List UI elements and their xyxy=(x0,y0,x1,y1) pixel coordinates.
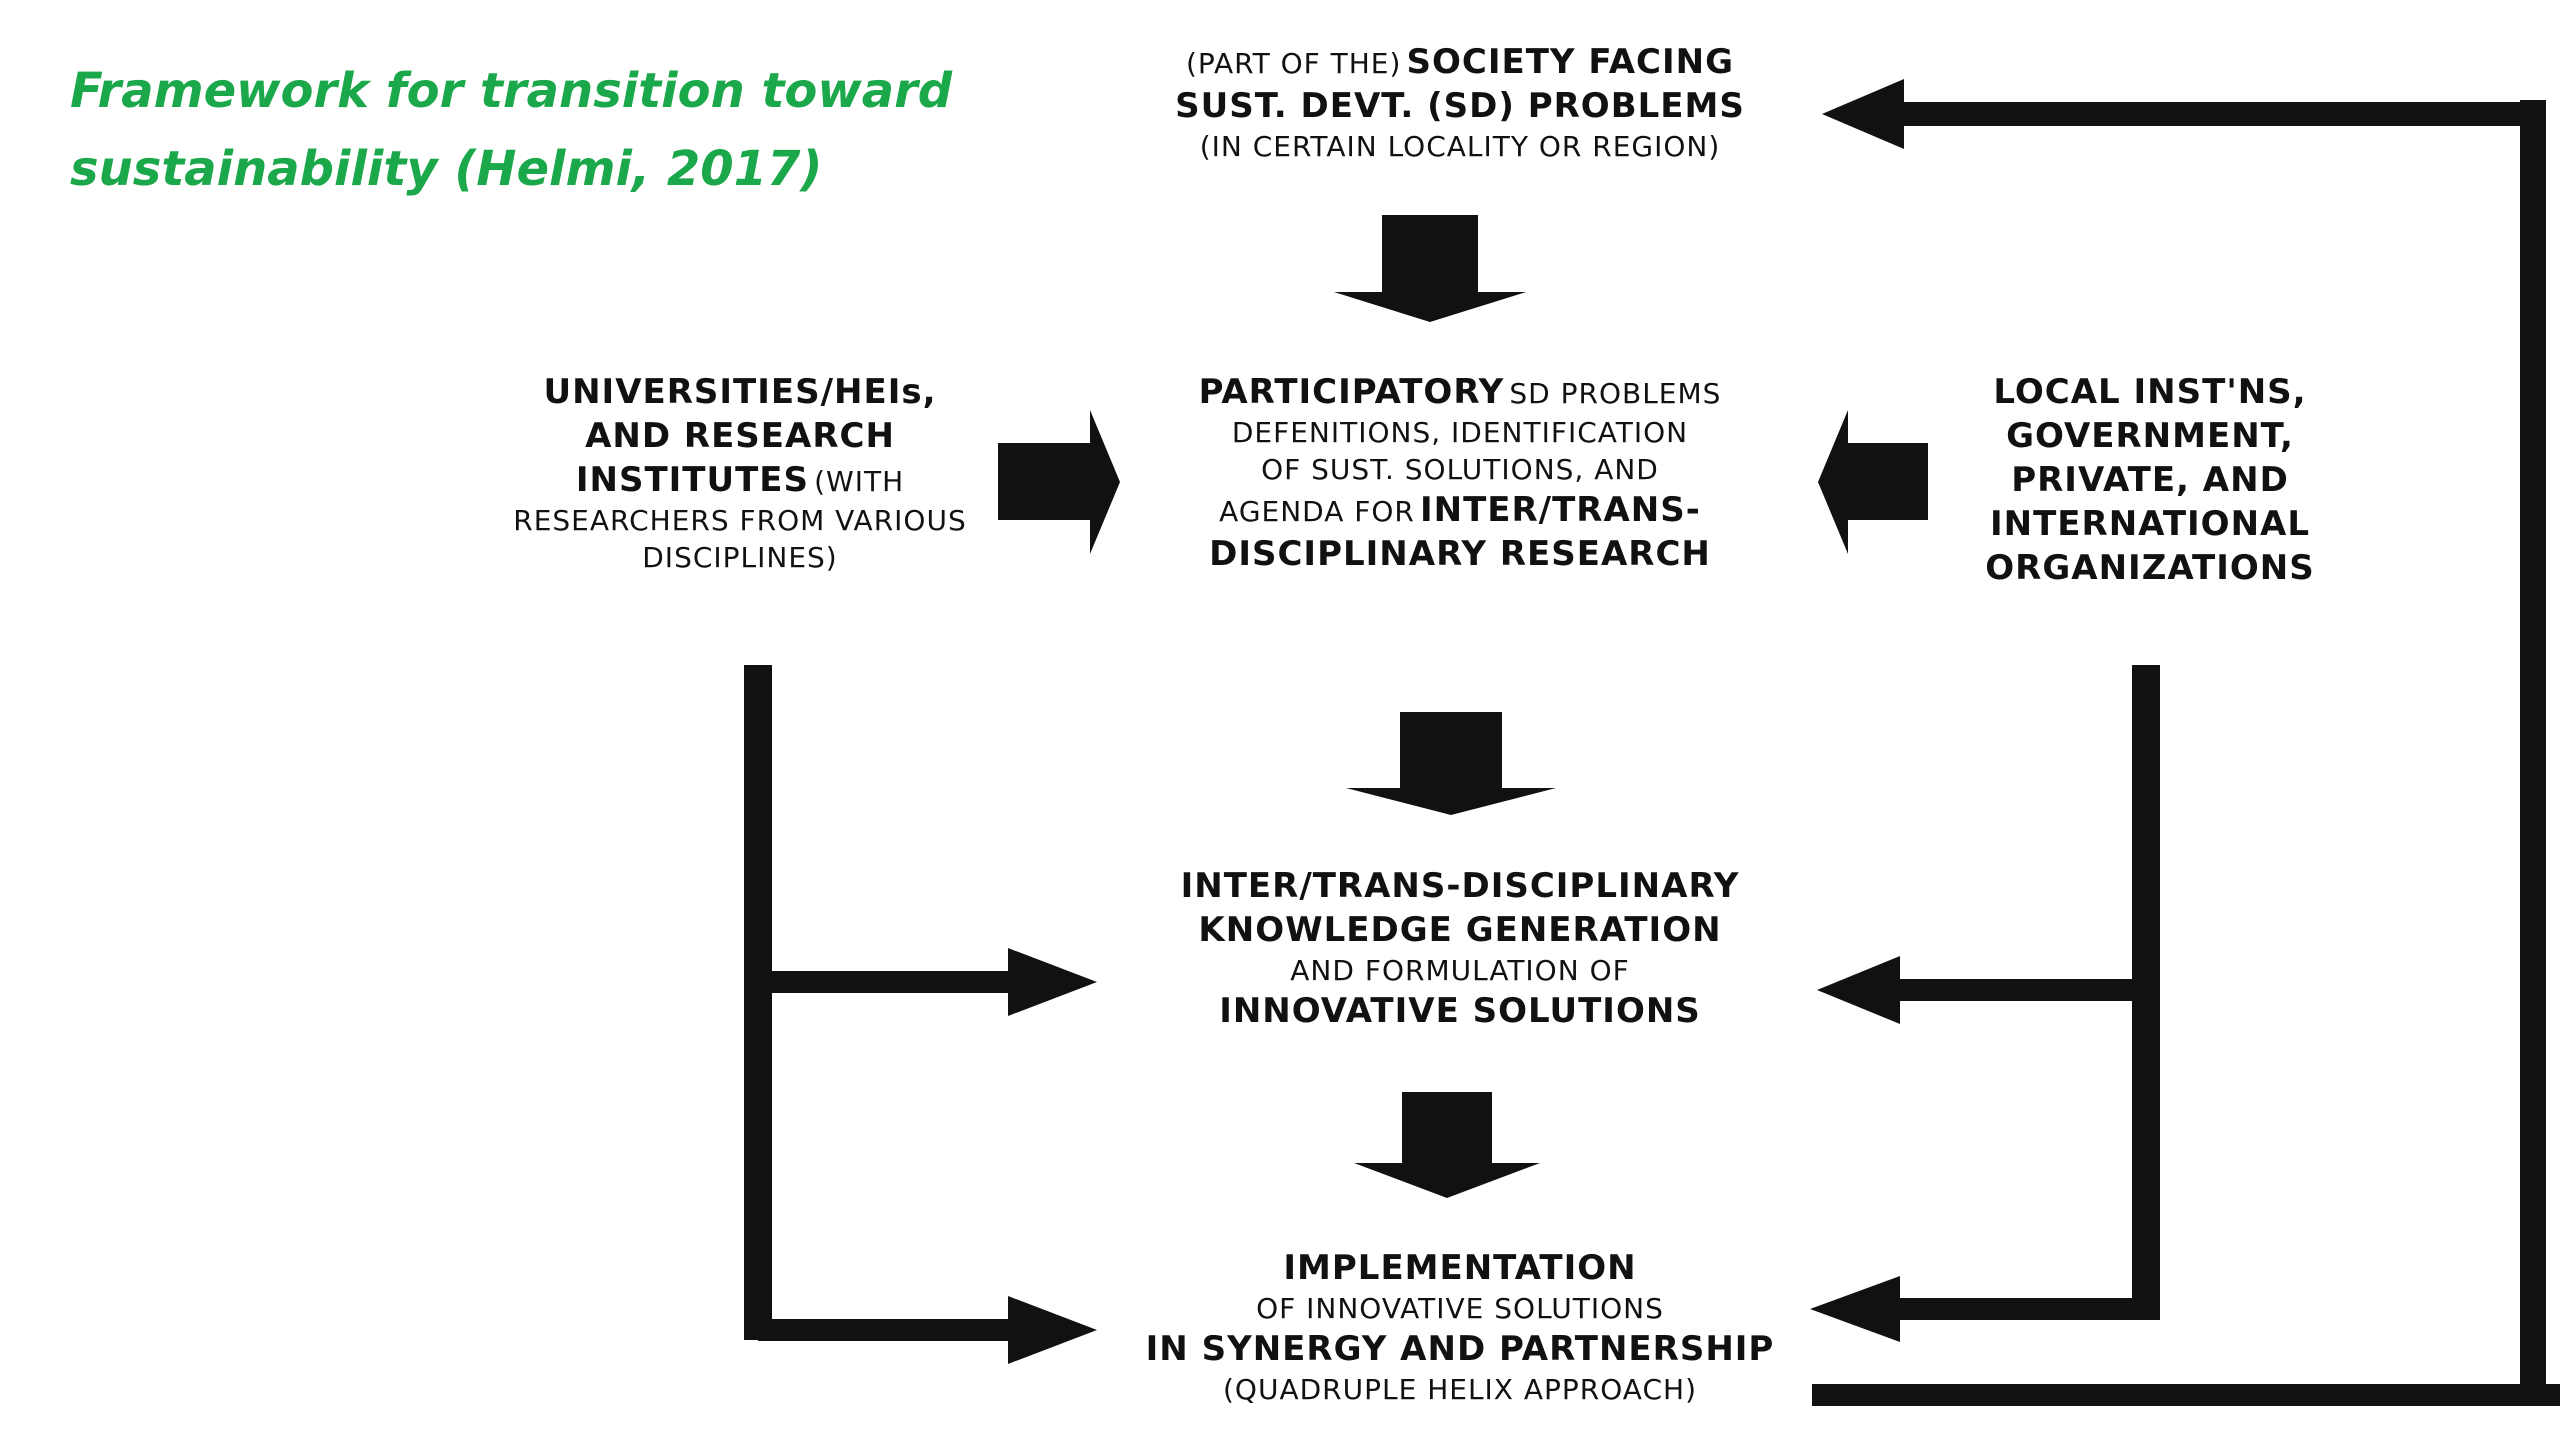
participatory-node-agenda: AGENDA FOR xyxy=(1219,495,1415,528)
universities-bracket xyxy=(744,665,1097,1364)
universities-node-line-1: UNIVERSITIES/HEIs, xyxy=(543,372,937,412)
universities-node-disciplines: DISCIPLINES) xyxy=(642,541,838,574)
left-arrow-local xyxy=(1818,410,1928,554)
participatory-node-inter: INTER/TRANS- xyxy=(1419,490,1701,530)
down-arrow-2 xyxy=(1346,712,1556,815)
local-institutions-node-line-5: ORGANIZATIONS xyxy=(1985,548,2315,588)
universities-node-institutes: INSTITUTES xyxy=(575,460,810,500)
diagram-title-line-1: Framework for transition toward xyxy=(70,63,953,119)
participatory-node-heading: PARTICIPATORY xyxy=(1198,372,1505,412)
participatory-node-problems: SD PROBLEMS xyxy=(1509,377,1722,410)
local-institutions-node: LOCAL INST'NS, GOVERNMENT, PRIVATE, AND … xyxy=(1930,372,2370,588)
local-institutions-node-line-3: PRIVATE, AND xyxy=(2011,460,2289,500)
participatory-node-line-5: DISCIPLINARY RESEARCH xyxy=(1209,534,1711,574)
implementation-node-line-3: IN SYNERGY AND PARTNERSHIP xyxy=(1145,1329,1775,1369)
local-institutions-node-line-1: LOCAL INST'NS, xyxy=(1993,372,2307,412)
diagram-title-line-2: sustainability (Helmi, 2017) xyxy=(70,141,823,197)
participatory-node: PARTICIPATORY SD PROBLEMS DEFENITIONS, I… xyxy=(1090,372,1830,574)
feedback-loop-arrow xyxy=(1812,79,2560,1406)
knowledge-generation-node-line-3: AND FORMULATION OF xyxy=(1290,954,1630,987)
implementation-node-line-1: IMPLEMENTATION xyxy=(1283,1248,1637,1288)
local-bracket xyxy=(1810,665,2160,1342)
knowledge-generation-node-line-4: INNOVATIVE SOLUTIONS xyxy=(1219,991,1701,1031)
society-node-heading: SOCIETY FACING xyxy=(1406,42,1734,82)
participatory-node-line-3: OF SUST. SOLUTIONS, AND xyxy=(1261,453,1659,486)
society-node: (PART OF THE) SOCIETY FACING SUST. DEVT.… xyxy=(1090,42,1830,163)
local-institutions-node-line-4: INTERNATIONAL xyxy=(1989,504,2310,544)
society-node-locality: (IN CERTAIN LOCALITY OR REGION) xyxy=(1199,130,1721,163)
universities-node: UNIVERSITIES/HEIs, AND RESEARCH INSTITUT… xyxy=(490,372,990,574)
universities-node-researchers: RESEARCHERS FROM VARIOUS xyxy=(513,504,967,537)
universities-node-line-2: AND RESEARCH xyxy=(585,416,895,456)
universities-node-with: (WITH xyxy=(814,465,905,498)
knowledge-generation-node: INTER/TRANS-DISCIPLINARY KNOWLEDGE GENER… xyxy=(1090,866,1830,1031)
down-arrow-1 xyxy=(1334,215,1526,322)
society-node-prefix: (PART OF THE) xyxy=(1186,47,1402,80)
right-arrow-universities xyxy=(998,410,1120,554)
implementation-node-line-4: (QUADRUPLE HELIX APPROACH) xyxy=(1223,1373,1697,1406)
down-arrow-3 xyxy=(1354,1092,1540,1198)
knowledge-generation-node-line-2: KNOWLEDGE GENERATION xyxy=(1198,910,1722,950)
implementation-node-line-2: OF INNOVATIVE SOLUTIONS xyxy=(1256,1292,1664,1325)
knowledge-generation-node-line-1: INTER/TRANS-DISCIPLINARY xyxy=(1180,866,1740,906)
implementation-node: IMPLEMENTATION OF INNOVATIVE SOLUTIONS I… xyxy=(1090,1248,1830,1406)
participatory-node-line-2: DEFENITIONS, IDENTIFICATION xyxy=(1231,416,1689,449)
society-node-problems: SUST. DEVT. (SD) PROBLEMS xyxy=(1175,86,1745,126)
diagram-title: Framework for transition toward sustaina… xyxy=(70,52,970,208)
local-institutions-node-line-2: GOVERNMENT, xyxy=(2006,416,2294,456)
